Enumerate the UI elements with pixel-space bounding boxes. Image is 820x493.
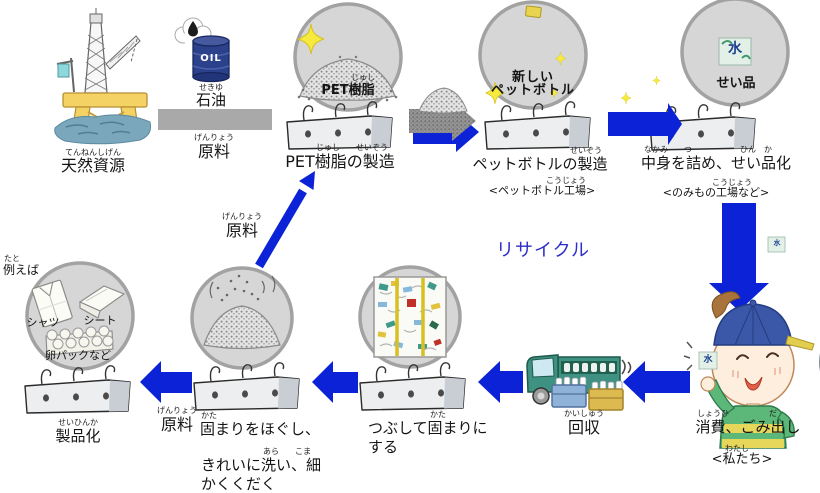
circle-product xyxy=(680,0,790,107)
natural-resources-furigana: てんねんしげん xyxy=(65,148,121,157)
raw-material-bottom-furigana: げんりょう xyxy=(157,406,197,415)
pet-resin-furigana: じゅし xyxy=(351,73,375,82)
wash-furigana-2: あら こま xyxy=(263,447,311,456)
pet-resin-mfg-furigana: じゅし せいぞう xyxy=(316,143,388,152)
productization-label: 製品化 xyxy=(55,427,101,445)
water-label-boy-bottle: 水 xyxy=(703,355,713,365)
collection-label: 回収 xyxy=(567,418,601,437)
raw-material-top-furigana: げんりょう xyxy=(194,133,234,142)
truck-illustration xyxy=(526,354,632,411)
crush-furigana: かた xyxy=(430,410,446,419)
bottle-mfg-furigana: せいぞう xyxy=(570,146,602,155)
example-label: 例えば xyxy=(3,263,40,277)
example-furigana: たと xyxy=(4,254,20,263)
new-bottle-label-line2: ペットボトル xyxy=(490,83,576,98)
blue-crate-icon xyxy=(551,384,587,408)
arrow-raw-material-gray xyxy=(158,109,272,130)
wash-label-line3: かくくだく xyxy=(201,475,277,493)
natural-resources-label: 天然資源 xyxy=(60,156,126,175)
water-label-small-bottle: 水 xyxy=(773,239,781,247)
product-label: せい品 xyxy=(716,76,756,91)
arrow-consumption-to-collection xyxy=(623,361,690,403)
bottle-factory-site-label: <ペットボトル工場> xyxy=(488,184,596,197)
us-furigana: わたし xyxy=(725,444,749,453)
oil-barrel-illustration xyxy=(174,17,230,83)
raw-material-top-label: 原料 xyxy=(197,142,231,161)
egg-pack-label: 卵パックなど xyxy=(45,349,111,362)
pellet-pile-icon xyxy=(418,87,468,114)
wash-furigana-1: かた xyxy=(201,411,217,420)
bottle-factory-site-furigana: こうじょう xyxy=(546,176,586,185)
egg-pack-icon xyxy=(45,325,114,356)
arrow-bottle-to-filling xyxy=(608,75,682,145)
us-label: <私たち> xyxy=(711,452,773,467)
oil-rig-illustration xyxy=(54,8,151,145)
oil-furigana: せきゆ xyxy=(199,83,223,92)
consumption-label: 消費、ごみ出し xyxy=(695,418,801,436)
pet-resin-label: PET樹脂 xyxy=(321,83,375,98)
consumption-furigana: しょうひ だ xyxy=(697,409,777,418)
arrow-resin-to-bottle xyxy=(409,87,479,152)
raw-material-recycle-label: 原料 xyxy=(225,221,259,240)
circle-recycled-products xyxy=(25,261,135,371)
sheet-label: シート xyxy=(83,314,117,327)
circle-flakes xyxy=(190,266,294,370)
raw-material-recycle-furigana: げんりょう xyxy=(222,212,262,221)
arrow-crush-to-wash xyxy=(312,361,358,403)
filling-label: 中身を詰め、せい品化 xyxy=(640,154,792,172)
arrow-wash-to-products xyxy=(140,361,192,403)
empty-bottle-icon xyxy=(806,254,820,493)
factory-productization-icon xyxy=(24,365,131,414)
boy-illustration xyxy=(683,291,815,449)
shirt-label: シャツ xyxy=(26,316,60,329)
crush-label-line1: つぶして固まりに xyxy=(368,419,488,437)
sparkle-icon xyxy=(652,75,661,86)
pet-resin-mfg-label: PET樹脂の製造 xyxy=(285,152,395,171)
wash-label-line2: きれいに洗い、細 xyxy=(201,456,322,474)
sparkle-icon xyxy=(620,91,632,105)
oil-label: 石油 xyxy=(195,91,227,109)
circle-new-bottle xyxy=(478,0,588,110)
shirt-icon xyxy=(31,279,73,328)
sheet-icon xyxy=(78,285,126,319)
new-bottle-label-line1: 新しい xyxy=(511,70,555,85)
factory-wash-icon xyxy=(193,362,300,411)
circle-bale xyxy=(358,265,462,369)
arrow-collection-to-crush xyxy=(478,254,820,493)
drink-factory-site-label: <のみもの工場など> xyxy=(662,186,770,199)
bottle-mfg-label: ペットボトルの製造 xyxy=(472,155,608,173)
water-label-product: 水 xyxy=(728,41,742,57)
circle-pet-resin xyxy=(293,2,403,112)
oil-barrel-text: OIL xyxy=(200,53,222,64)
drink-factory-site-furigana: こうじょう xyxy=(712,178,752,187)
crush-label-line2: する xyxy=(368,438,399,456)
raw-material-bottom-label: 原料 xyxy=(160,415,194,434)
collection-furigana: かいしゅう xyxy=(564,409,604,418)
factory-crush-icon xyxy=(359,362,466,411)
yellow-crate-icon xyxy=(588,388,624,411)
arrow-diagonal-raw-material xyxy=(255,171,315,269)
recycle-title: リサイクル xyxy=(495,240,591,261)
arrow-filling-to-consumption xyxy=(709,203,786,311)
filling-furigana: なかみ つ ひん か xyxy=(644,145,772,154)
productization-furigana: せいひんか xyxy=(58,418,98,427)
wash-label-line1: 固まりをほぐし、 xyxy=(200,420,321,438)
